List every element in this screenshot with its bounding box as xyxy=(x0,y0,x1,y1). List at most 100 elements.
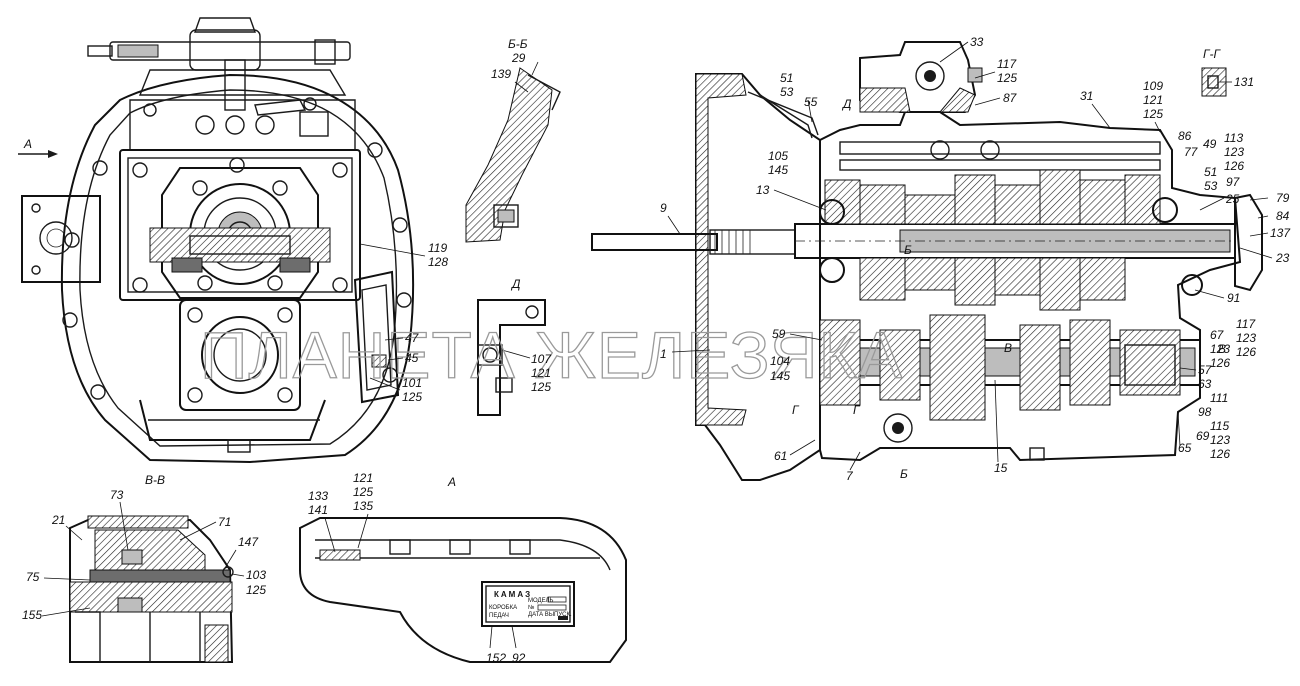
callout-main-126c: 126 xyxy=(1210,356,1230,370)
section-mark-b-bottom: Б xyxy=(900,467,908,481)
callout-main-113: 113 xyxy=(1224,131,1243,145)
callout-d-107: 107 xyxy=(531,352,552,366)
callout-front-45: 45 xyxy=(405,351,419,365)
front-view: А xyxy=(18,17,415,464)
callout-main-79: 79 xyxy=(1276,191,1290,205)
callout-main-51: 51 xyxy=(780,71,793,85)
callout-main-69: 69 xyxy=(1196,429,1210,443)
section-bb-title: Б-Б xyxy=(508,37,528,51)
front-view-arrow-label: А xyxy=(23,137,32,151)
callout-bb-29: 29 xyxy=(511,51,526,65)
callout-main-33: 33 xyxy=(970,35,984,49)
callout-main-91: 91 xyxy=(1227,291,1240,305)
section-vv-title: В-В xyxy=(145,473,165,487)
callout-d-125: 125 xyxy=(531,380,551,394)
view-a-title: А xyxy=(447,475,456,489)
callout-main-9: 9 xyxy=(660,201,667,215)
callout-main-25: 25 xyxy=(1225,192,1240,206)
callout-main-84: 84 xyxy=(1276,209,1290,223)
callout-main-125: 125 xyxy=(997,71,1017,85)
nameplate-field3: ДАТА ВЫПУСК. xyxy=(528,612,572,618)
callout-main-13: 13 xyxy=(756,183,770,197)
callout-a-121: 121 xyxy=(353,471,373,485)
callout-main-87: 87 xyxy=(1003,91,1018,105)
callout-main-117: 117 xyxy=(997,57,1017,71)
callout-vv-147: 147 xyxy=(238,535,259,549)
callout-main-123c: 123 xyxy=(1210,342,1230,356)
callout-main-15: 15 xyxy=(994,461,1008,475)
callout-vv-71: 71 xyxy=(218,515,231,529)
nameplate-brand: КАМАЗ xyxy=(494,590,532,599)
callout-main-59: 59 xyxy=(772,327,786,341)
callout-main-145: 145 xyxy=(768,163,788,177)
nameplate-line2: ПЕДАЧ xyxy=(489,613,509,619)
callout-main-105: 105 xyxy=(768,149,788,163)
callout-vv-21: 21 xyxy=(51,513,65,527)
callout-main-53: 53 xyxy=(780,85,794,99)
callout-main-137: 137 xyxy=(1270,226,1291,240)
callout-main-126b: 126 xyxy=(1236,345,1256,359)
callout-a-92: 92 xyxy=(512,651,526,665)
section-mark-v-right: В xyxy=(1218,342,1226,356)
callout-a-135: 135 xyxy=(353,499,373,513)
callout-labels: 119 128 47 45 101 125 29 139 107 121 125… xyxy=(22,35,1291,665)
main-section: Д Б Б В В Г Г xyxy=(591,41,1263,481)
callout-a-125: 125 xyxy=(353,485,373,499)
callout-main-77: 77 xyxy=(1184,145,1199,159)
callout-a-152: 152 xyxy=(486,651,506,665)
callout-main-55: 55 xyxy=(804,95,818,109)
callout-main-51b: 51 xyxy=(1204,165,1217,179)
section-mark-d: Д xyxy=(841,97,852,111)
view-a: А КАМАЗ КОРОБКА ПЕДАЧ МОДЕЛЬ № ДАТА ВЫПУ… xyxy=(299,475,627,663)
callout-main-123b: 123 xyxy=(1236,331,1256,345)
callout-d-121: 121 xyxy=(531,366,551,380)
callout-main-123: 123 xyxy=(1224,145,1244,159)
nameplate-field1: МОДЕЛЬ xyxy=(528,598,554,604)
callout-front-125: 125 xyxy=(402,390,422,404)
callout-main-126d: 126 xyxy=(1210,447,1230,461)
section-vv: В-В xyxy=(69,473,234,663)
callout-main-7: 7 xyxy=(846,469,854,483)
callout-main-31: 31 xyxy=(1080,89,1093,103)
leader-lines xyxy=(41,41,1273,617)
callout-front-119: 119 xyxy=(428,241,447,255)
callout-main-115: 115 xyxy=(1210,419,1229,433)
callout-main-49: 49 xyxy=(1203,137,1217,151)
callout-gg-131: 131 xyxy=(1234,75,1254,89)
callout-main-125b: 125 xyxy=(1143,107,1163,121)
callout-vv-155: 155 xyxy=(22,608,42,622)
callout-main-121: 121 xyxy=(1143,93,1163,107)
section-mark-b-top: Б xyxy=(904,243,912,257)
section-mark-g-left: Г xyxy=(792,403,800,417)
callout-front-128: 128 xyxy=(428,255,448,269)
callout-main-123d: 123 xyxy=(1210,433,1230,447)
callout-main-65: 65 xyxy=(1178,441,1192,455)
callout-front-101: 101 xyxy=(402,376,422,390)
view-d: Д xyxy=(477,277,546,416)
callout-bb-139: 139 xyxy=(491,67,511,81)
callout-main-126: 126 xyxy=(1224,159,1244,173)
nameplate-line1: КОРОБКА xyxy=(489,605,517,611)
callout-main-1: 1 xyxy=(660,347,667,361)
section-gg-title: Г-Г xyxy=(1203,47,1222,61)
callout-main-109: 109 xyxy=(1143,79,1163,93)
section-bb: Б-Б xyxy=(465,37,561,243)
callout-vv-73: 73 xyxy=(110,488,124,502)
section-mark-g-right: Г xyxy=(853,403,861,417)
callout-a-133: 133 xyxy=(308,489,328,503)
nameplate-field2: № xyxy=(528,604,534,611)
callout-main-67: 67 xyxy=(1210,328,1225,342)
section-gg: Г-Г xyxy=(1201,47,1232,97)
callout-main-104: 104 xyxy=(770,354,790,368)
section-mark-v-left: В xyxy=(1004,341,1012,355)
callout-main-145b: 145 xyxy=(770,369,790,383)
callout-main-97: 97 xyxy=(1226,175,1241,189)
callout-main-57: 57 xyxy=(1198,363,1213,377)
callout-main-111: 111 xyxy=(1210,391,1228,405)
callout-vv-75: 75 xyxy=(26,570,40,584)
callout-main-98: 98 xyxy=(1198,405,1212,419)
callout-vv-125: 125 xyxy=(246,583,266,597)
callout-main-86: 86 xyxy=(1178,129,1192,143)
callout-main-53b: 53 xyxy=(1204,179,1218,193)
